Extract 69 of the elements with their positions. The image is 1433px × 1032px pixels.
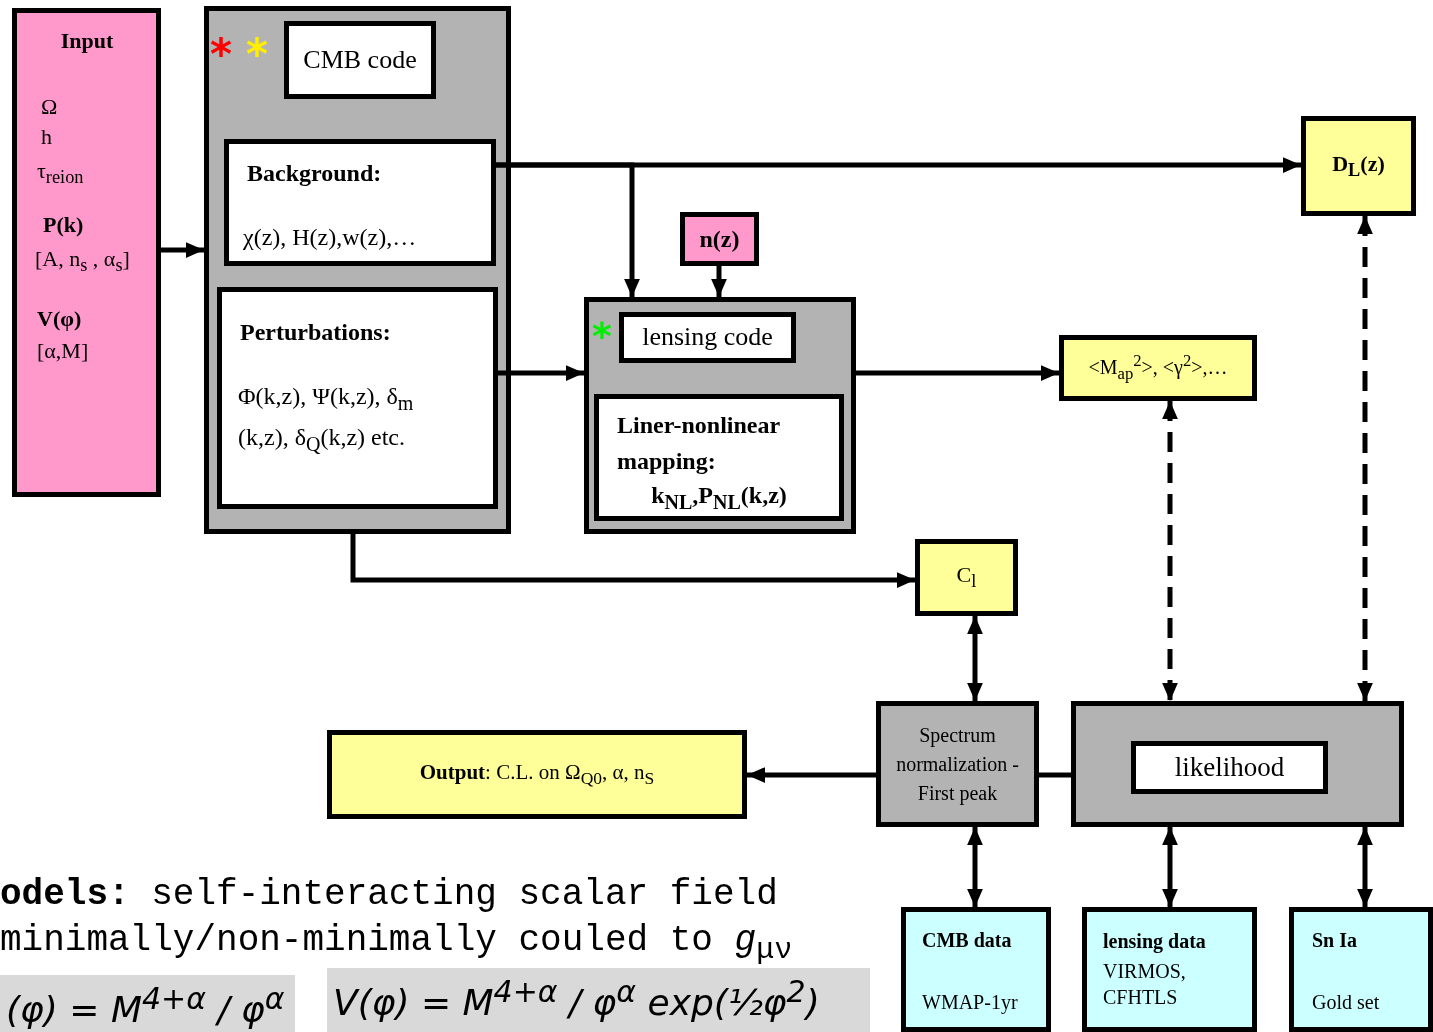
arrow [967, 616, 983, 701]
asterisk-mark: * [210, 30, 232, 79]
node-text: [α,M] [37, 337, 90, 365]
node-text: likelihood [1173, 750, 1286, 784]
node-text: <M$_{ap}$$^{2}$>, <γ$^{2}$>,… [1087, 351, 1229, 385]
arrow [1162, 401, 1178, 701]
arrow [967, 827, 983, 907]
node-text: Output: C.L. on Ω$_{Q0}$, α, n$_{S}$ [418, 758, 656, 791]
arrow [498, 365, 584, 381]
node-text: Gold set [1312, 990, 1381, 1015]
node-text: V(φ) [37, 305, 83, 333]
connector-line [1039, 772, 1071, 778]
node-text: h [41, 123, 53, 151]
arrow [161, 242, 204, 258]
arrow [496, 162, 640, 297]
node-text: [A, n$_{s}$ , α$_{s}$] [35, 245, 131, 278]
node-heading: Perturbations: [240, 318, 392, 347]
arrow [1162, 827, 1178, 907]
module-panel [584, 297, 856, 534]
arrow [856, 365, 1059, 381]
process-box [1131, 741, 1328, 794]
module-panel [1071, 701, 1404, 827]
formula: (φ) = M$^{4+α}$ / φ$^{α}$ [0, 975, 295, 1032]
node-text: Ω [41, 93, 59, 121]
description-text: odels: self-interacting scalar field [0, 874, 778, 915]
formula: V(φ) = M$^{4+α}$ / φ$^{α}$ exp(½φ$^{2}$) [327, 968, 870, 1032]
node-heading: CMB data [922, 928, 1013, 953]
process-box [284, 21, 436, 99]
node-heading: Sn Ia [1312, 928, 1359, 953]
process-box [224, 139, 496, 266]
node-heading: Input [59, 27, 115, 55]
node-text: τ$_{reion}$ [37, 157, 85, 190]
data-box [901, 907, 1051, 1032]
node-heading: Liner-nonlinear mapping: [617, 411, 781, 476]
process-box [619, 312, 796, 363]
data-box [1289, 907, 1433, 1032]
output-box [327, 730, 747, 819]
arrow [350, 534, 915, 588]
node-text: WMAP-1yr [922, 990, 1019, 1015]
arrow [1357, 827, 1373, 907]
node-text: Spectrum normalization - First peak [895, 722, 1020, 807]
node-text: lensing code [641, 321, 774, 354]
output-box [1059, 335, 1257, 401]
node-text: CMB code [302, 43, 418, 76]
node-text: D$_{L}$(z) [1331, 149, 1386, 183]
node-text: k$_{NL}$,P$_{NL}$(k,z) [650, 481, 788, 515]
arrow [1357, 216, 1373, 701]
input-box [12, 8, 161, 497]
module-panel [204, 6, 511, 534]
asterisk-mark: * [592, 314, 612, 358]
node-text: C$_{l}$ [955, 561, 978, 594]
node-text: VIRMOS, CFHTLS [1103, 959, 1187, 1010]
node-heading: lensing data [1103, 929, 1207, 954]
description-text: minimally/non-minimally couled to g$_{μν}$ [0, 920, 793, 968]
input-box [680, 212, 759, 266]
node-text: Φ(k,z), Ψ(k,z), δ$_{m}$ (k,z), δ$_{Q}$(k,z) etc. [238, 382, 415, 457]
output-box [1301, 116, 1416, 216]
arrow [747, 767, 876, 783]
node-heading: Background: [247, 159, 383, 188]
process-box [217, 287, 498, 509]
process-box [594, 394, 844, 521]
asterisk-mark: * [246, 30, 268, 79]
data-box [1082, 907, 1257, 1032]
output-box [915, 539, 1018, 616]
process-box [876, 701, 1039, 827]
node-text: P(k) [43, 211, 85, 239]
arrow [711, 266, 727, 297]
node-text: χ(z), H(z),w(z),… [243, 223, 418, 252]
node-text: n(z) [698, 225, 741, 254]
